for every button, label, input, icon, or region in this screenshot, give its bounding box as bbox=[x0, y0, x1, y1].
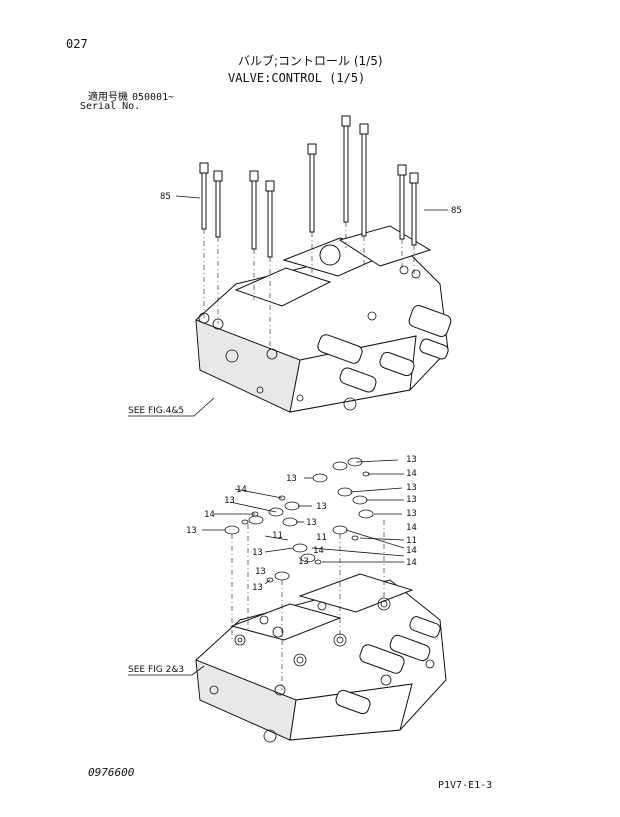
bolt bbox=[341, 115, 351, 248]
upper-bolts bbox=[199, 115, 419, 352]
bolt bbox=[307, 143, 317, 280]
label-13: 13 bbox=[406, 495, 417, 505]
serial-label-english: Serial No. bbox=[80, 101, 141, 112]
label-13: 13 bbox=[186, 526, 197, 536]
upper-spool-end-4 bbox=[408, 305, 452, 337]
upper-cap-plug bbox=[319, 244, 341, 266]
document-id: 0976600 bbox=[88, 766, 135, 779]
lower-spool-end-3 bbox=[409, 616, 441, 638]
label-14: 14 bbox=[236, 485, 247, 495]
page-number: 027 bbox=[66, 37, 88, 51]
lower-spool-end-1 bbox=[359, 644, 405, 674]
upper-spool-end-1 bbox=[317, 334, 363, 364]
bolt bbox=[199, 162, 209, 318]
upper-top-block-left bbox=[234, 267, 332, 307]
label-13: 13 bbox=[406, 455, 417, 465]
label-13: 13 bbox=[224, 496, 235, 506]
bolt bbox=[213, 170, 223, 324]
label-14: 14 bbox=[406, 558, 417, 568]
reference-fig-2-3: SEE FIG 2&3 bbox=[128, 665, 184, 675]
lower-seals bbox=[224, 457, 385, 690]
lower-valve-assembly bbox=[195, 573, 447, 743]
serial-label-japanese: 適用号機 bbox=[88, 92, 128, 103]
label-14: 14 bbox=[406, 469, 417, 479]
label-11: 11 bbox=[316, 533, 327, 543]
label-85-right: 85 bbox=[451, 206, 462, 216]
label-13: 13 bbox=[306, 518, 317, 528]
label-13: 13 bbox=[406, 483, 417, 493]
upper-spool-end-2 bbox=[339, 367, 377, 393]
upper-spool-end-3 bbox=[379, 351, 415, 377]
label-14: 14 bbox=[204, 510, 215, 520]
label-13: 13 bbox=[252, 548, 263, 558]
bolt bbox=[409, 172, 419, 274]
label-13: 13 bbox=[252, 583, 263, 593]
label-13: 13 bbox=[298, 557, 309, 567]
label-13: 13 bbox=[255, 567, 266, 577]
reference-fig-4-5: SEE FIG.4&5 bbox=[128, 406, 184, 416]
title-japanese: バルブ;コントロール (1/5) bbox=[238, 54, 383, 68]
label-13: 13 bbox=[316, 502, 327, 512]
label-13: 13 bbox=[286, 474, 297, 484]
lower-spool-end-2 bbox=[389, 634, 431, 662]
upper-valve-assembly bbox=[195, 225, 452, 413]
label-14: 14 bbox=[313, 546, 324, 556]
label-11: 11 bbox=[406, 536, 417, 546]
sheet-id: P1V7-E1-3 bbox=[438, 780, 493, 791]
label-14: 14 bbox=[406, 546, 417, 556]
bolt bbox=[397, 164, 407, 268]
label-14: 14 bbox=[406, 523, 417, 533]
bolt bbox=[359, 123, 369, 266]
label-85-left: 85 bbox=[160, 192, 171, 202]
bolt bbox=[265, 180, 275, 352]
lower-leaders bbox=[128, 459, 405, 676]
label-13: 13 bbox=[406, 509, 417, 519]
title-english: VALVE:CONTROL (1/5) bbox=[228, 71, 366, 85]
serial-range: 050001~ bbox=[132, 92, 175, 103]
bolt bbox=[249, 170, 259, 300]
upper-spool-end-5 bbox=[419, 338, 449, 360]
label-11: 11 bbox=[272, 531, 283, 541]
lower-spool-end-4 bbox=[335, 689, 371, 715]
